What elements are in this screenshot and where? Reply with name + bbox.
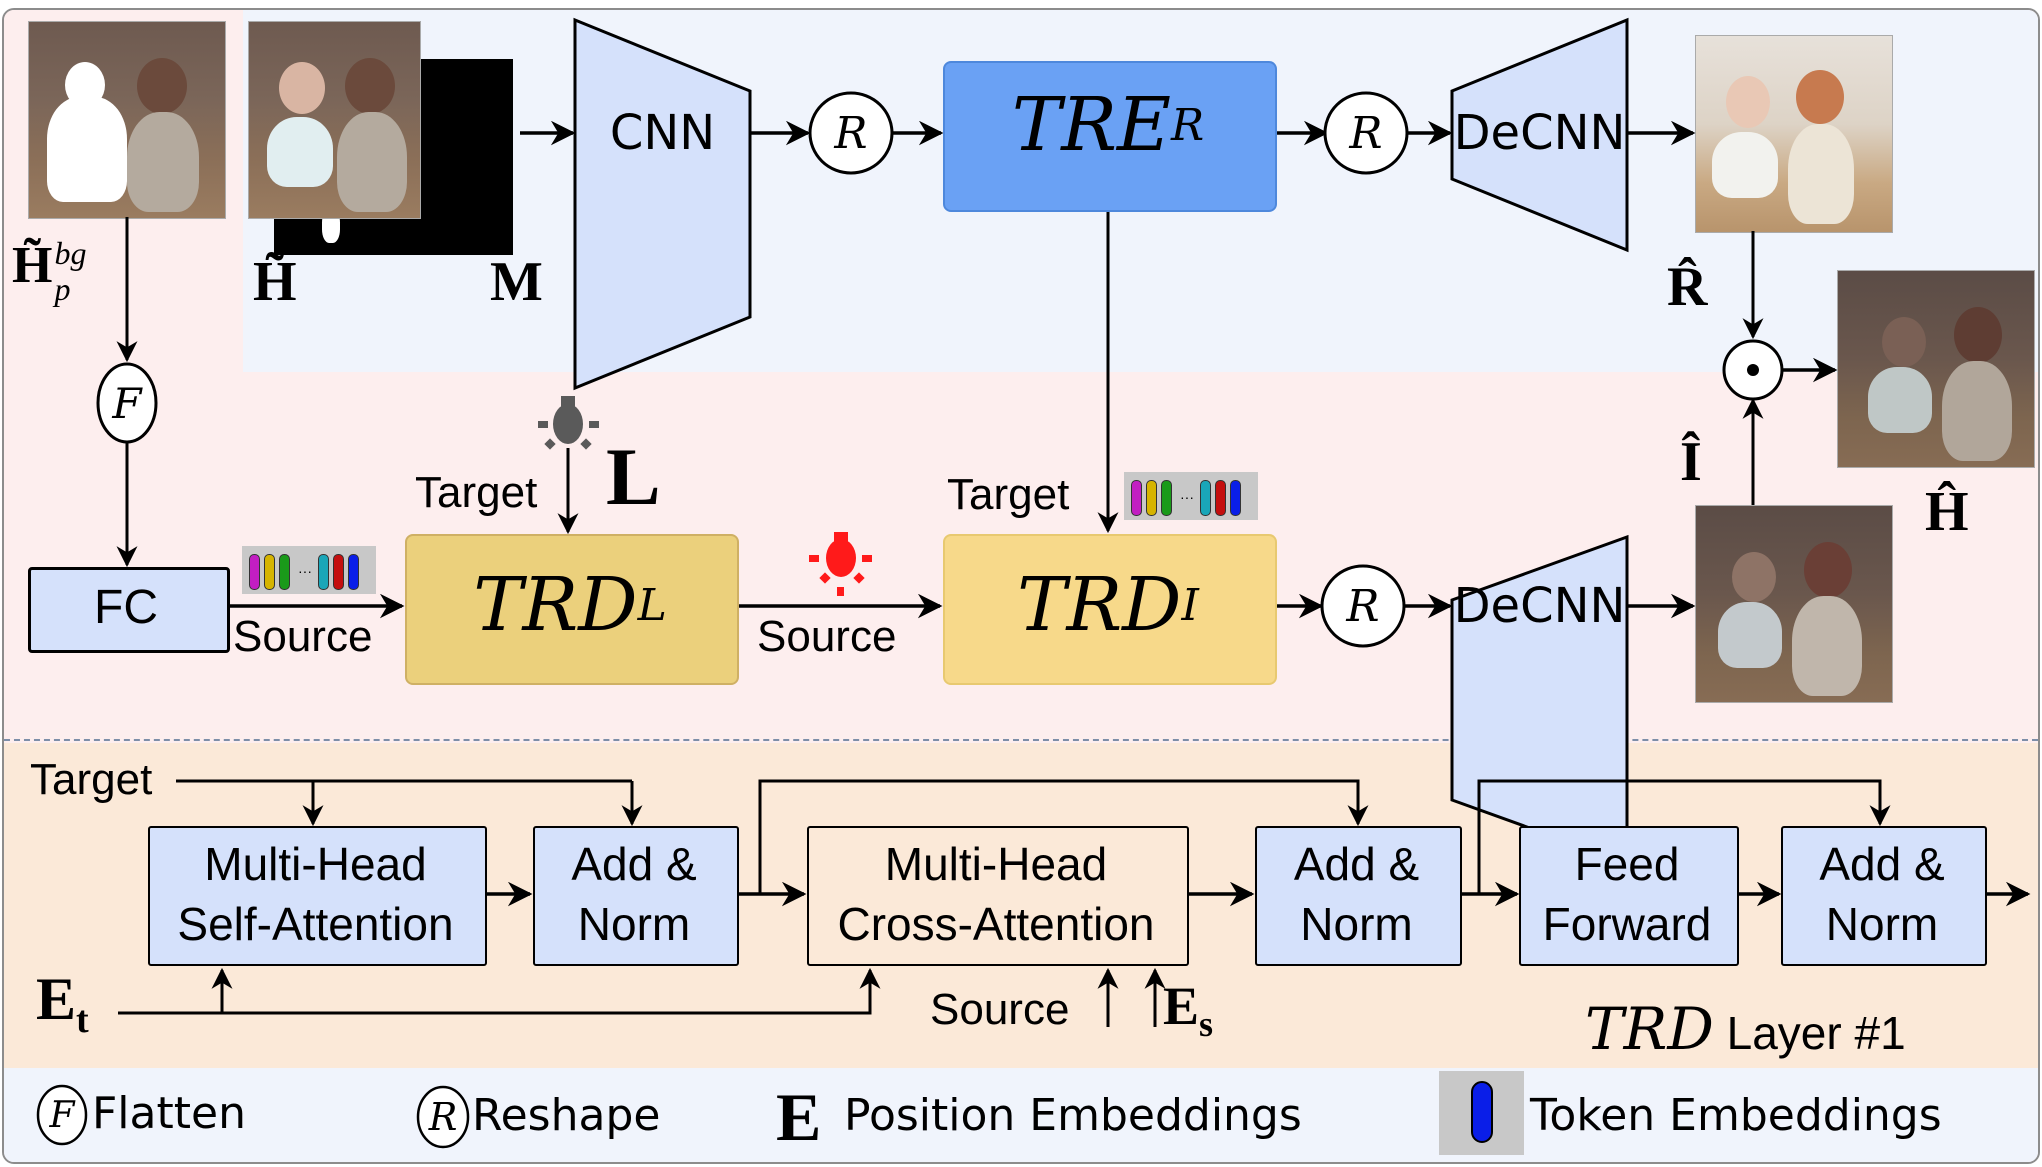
token-bars-2: ··· [1131, 480, 1251, 516]
block-add-norm-1[interactable] [533, 826, 739, 966]
token-ellipsis: ··· [1180, 489, 1194, 505]
block-cross-attention[interactable] [807, 826, 1189, 966]
trd-layer-title: TRD Layer #1 [1585, 995, 1906, 1063]
token-bar [1230, 480, 1241, 516]
fc-block[interactable] [28, 567, 230, 653]
token-bars-1: ··· [249, 554, 369, 590]
token-bar [1215, 480, 1226, 516]
legend-flatten-node [36, 1084, 88, 1146]
trd-i-block[interactable] [943, 534, 1277, 685]
legend-token-bar [1471, 1081, 1493, 1143]
flatten-node [96, 362, 158, 444]
token-bar [1131, 480, 1142, 516]
flatten-symbol: F [112, 378, 142, 428]
trd-source-label: Source [930, 985, 1070, 1034]
composite-image [248, 21, 421, 219]
legend-reshape-text: Reshape [472, 1090, 661, 1141]
token-bar [333, 554, 344, 590]
cnn-label: CNN [609, 105, 716, 161]
block-add-norm-2[interactable] [1255, 826, 1462, 966]
reshape-node-top-1 [808, 91, 894, 175]
token-bar [1200, 480, 1211, 516]
cnn-encoder-shape [573, 17, 752, 391]
target-label-1: Target [415, 468, 538, 517]
composite-image-label: H̃ [253, 251, 297, 313]
legend-background [4, 1068, 2038, 1162]
reshape-symbol-1: R [834, 107, 868, 159]
token-bar [348, 554, 359, 590]
block-add-norm-1-label: Add &Norm [571, 838, 697, 950]
source-label-2: Source [757, 612, 897, 661]
source-label-1: Source [233, 612, 373, 661]
block-add-norm-2-label: Add &Norm [1293, 838, 1420, 950]
reflectance-label: R̂ [1667, 256, 1708, 318]
illumination-label: Î [1680, 431, 1702, 493]
et-label: Et [36, 966, 89, 1041]
light-label: L [606, 431, 661, 522]
reshape-node-bottom [1320, 564, 1406, 648]
reshape-symbol-2: R [1349, 107, 1383, 159]
legend-flatten-symbol: F [49, 1094, 75, 1136]
output-harmonized-image [1837, 270, 2035, 468]
light-red-icon [809, 532, 872, 596]
legend-flatten-text: Flatten [92, 1088, 246, 1139]
target-label-2: Target [947, 470, 1070, 519]
background-image [28, 21, 226, 219]
legend-reshape-node [416, 1085, 470, 1149]
block-add-norm-3[interactable] [1781, 826, 1987, 966]
block-self-attention[interactable] [148, 826, 487, 966]
decnn-top-shape [1450, 17, 1629, 253]
section-divider [4, 739, 2038, 741]
reshape-node-top-2 [1323, 91, 1409, 175]
legend-position-symbol: E [776, 1079, 822, 1155]
trd-l-block[interactable] [405, 534, 739, 685]
legend-position-text: Position Embeddings [844, 1090, 1302, 1141]
es-label: Es [1163, 976, 1214, 1044]
trd-target-label: Target [30, 755, 153, 804]
token-bar [1146, 480, 1157, 516]
legend-reshape-symbol: R [428, 1095, 458, 1139]
token-bar [279, 554, 290, 590]
light-gray-icon [538, 396, 599, 450]
block-feed-forward[interactable] [1519, 826, 1739, 966]
token-bar [1161, 480, 1172, 516]
decnn-bottom-label: DeCNN [1453, 578, 1626, 634]
token-bar [264, 554, 275, 590]
token-bar [318, 554, 329, 590]
token-bar [249, 554, 260, 590]
block-add-norm-3-label: Add &Norm [1819, 838, 1945, 950]
reshape-symbol-3: R [1346, 580, 1380, 632]
legend-token-text: Token Embeddings [1530, 1090, 1942, 1141]
encoder-tre-r-block[interactable] [943, 61, 1277, 212]
output-label: Ĥ [1925, 481, 1969, 543]
token-ellipsis: ··· [298, 563, 312, 579]
reflectance-image [1695, 35, 1893, 233]
decnn-top-label: DeCNN [1453, 105, 1626, 161]
illumination-image [1695, 505, 1893, 703]
mask-label: M [490, 251, 543, 313]
fc-label: FC [94, 580, 158, 634]
